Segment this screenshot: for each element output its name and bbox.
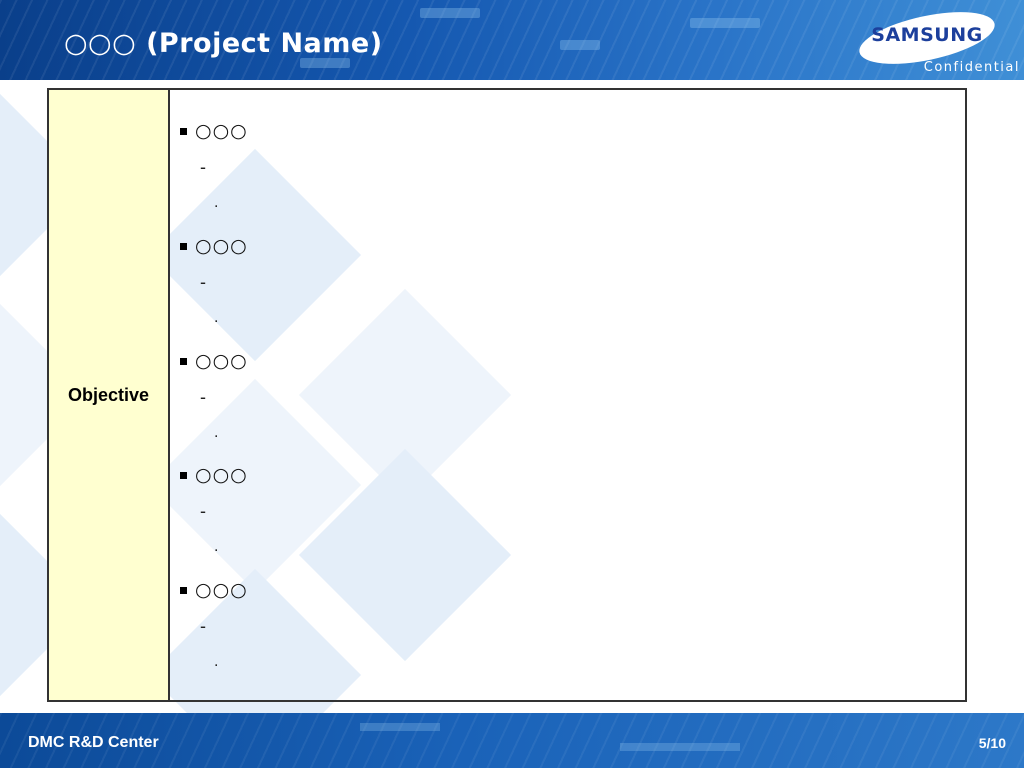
header-decoration bbox=[420, 8, 480, 18]
logo-text: SAMSUNG bbox=[871, 24, 983, 46]
bullet-line: ○○○ bbox=[180, 350, 248, 372]
square-bullet-icon bbox=[180, 471, 187, 479]
bullet-line: ○○○ bbox=[180, 120, 248, 142]
square-bullet-icon bbox=[180, 586, 187, 594]
confidential-label: Confidential bbox=[923, 60, 1020, 75]
samsung-logo: SAMSUNG bbox=[850, 2, 1010, 78]
header-decoration bbox=[300, 58, 350, 68]
objective-content-cell: ○○○ - . ○○○ - . ○○○ - . ○○○ bbox=[170, 90, 965, 700]
square-bullet-icon bbox=[180, 127, 187, 135]
slide-title: ○○○ (Project Name) bbox=[64, 28, 383, 59]
objective-label: Objective bbox=[67, 384, 150, 405]
objective-table: Objective ○○○ - . ○○○ - . ○○○ - . bbox=[47, 88, 967, 702]
sub-sub-bullet: . bbox=[214, 424, 219, 441]
sub-sub-bullet: . bbox=[214, 194, 219, 211]
header-decoration bbox=[690, 18, 760, 28]
sub-sub-bullet: . bbox=[214, 653, 219, 670]
sub-bullet: - bbox=[200, 616, 206, 636]
sub-sub-bullet: . bbox=[214, 538, 219, 555]
square-bullet-icon bbox=[180, 242, 187, 250]
bullet-text: ○○○ bbox=[195, 464, 248, 486]
sub-bullet: - bbox=[200, 387, 206, 407]
footer-org-name: DMC R&D Center bbox=[28, 734, 159, 751]
square-bullet-icon bbox=[180, 357, 187, 365]
bullet-text: ○○○ bbox=[195, 235, 248, 257]
sub-bullet: - bbox=[200, 272, 206, 292]
bullet-line: ○○○ bbox=[180, 579, 248, 601]
slide-footer: DMC R&D Center 5/10 bbox=[0, 713, 1024, 768]
sub-bullet: - bbox=[200, 157, 206, 177]
header-decoration bbox=[560, 40, 600, 50]
page-number: 5/10 bbox=[978, 735, 1006, 751]
bullet-text: ○○○ bbox=[195, 120, 248, 142]
objective-label-cell: Objective bbox=[49, 90, 170, 700]
bullet-line: ○○○ bbox=[180, 464, 248, 486]
slide-header: ○○○ (Project Name) SAMSUNG Confidential bbox=[0, 0, 1024, 80]
sub-sub-bullet: . bbox=[214, 309, 219, 326]
bullet-line: ○○○ bbox=[180, 235, 248, 257]
bullet-text: ○○○ bbox=[195, 350, 248, 372]
footer-decoration bbox=[620, 743, 740, 751]
bullet-text: ○○○ bbox=[195, 579, 248, 601]
footer-decoration bbox=[360, 723, 440, 731]
sub-bullet: - bbox=[200, 501, 206, 521]
